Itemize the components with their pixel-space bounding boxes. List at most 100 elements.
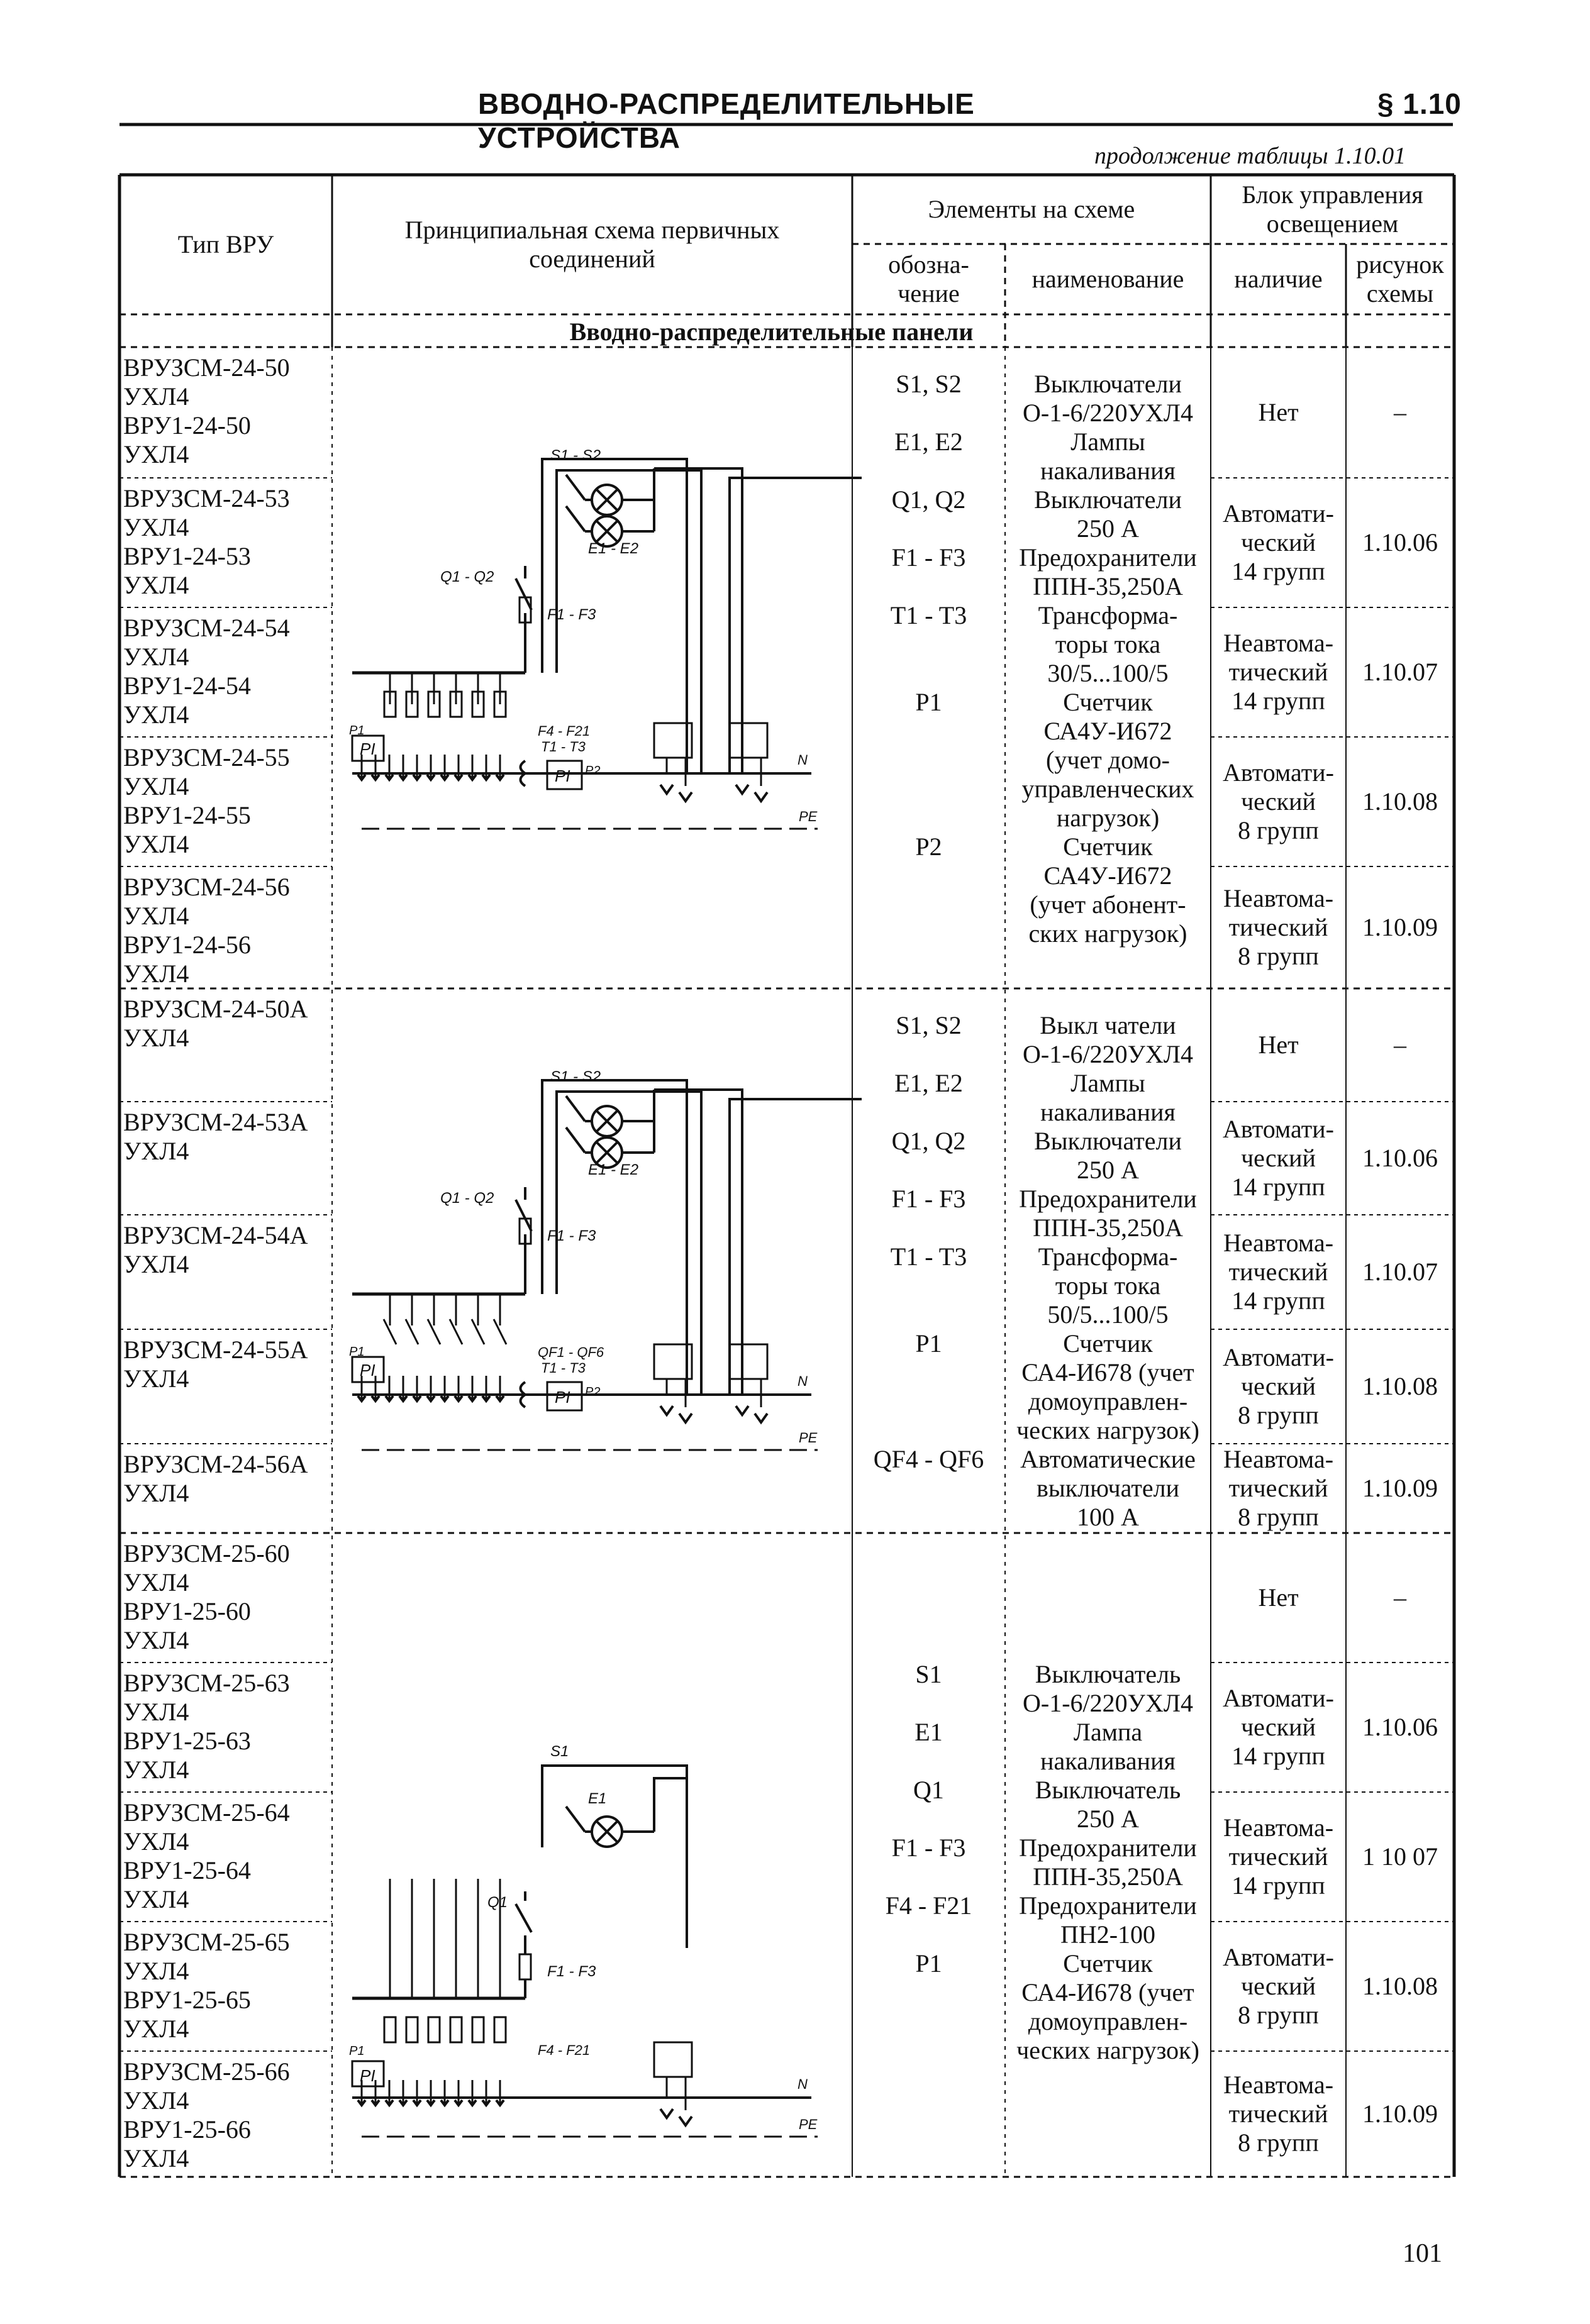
breaker-icon: [514, 578, 533, 611]
type-cell: ВРУЗСМ-24-53 УХЛ4 ВРУ1-24-53 УХЛ4: [123, 484, 290, 599]
feeder-arrow: [481, 2099, 491, 2108]
scheme-label-breaker: Q1 - Q2: [440, 1190, 494, 1207]
lamp-switch: [565, 1095, 586, 1122]
meter-icon: [546, 760, 583, 790]
lamp-switch: [565, 473, 586, 501]
scheme-label-p1: P1: [349, 724, 364, 738]
lighting-presence: Автомати- ческий 8 групп: [1223, 1943, 1334, 2029]
lighting-presence: Неавтома- тический 8 групп: [1223, 2071, 1334, 2157]
breaker-icon: [514, 1199, 533, 1232]
feeder-arrow: [440, 2099, 450, 2108]
control-wire: [555, 1090, 703, 1395]
panel-box: [653, 722, 693, 759]
lighting-figure: 1.10.07: [1362, 1258, 1438, 1286]
scheme-label-switch: S1: [550, 1743, 569, 1760]
lighting-figure: 1.10.09: [1362, 2100, 1438, 2128]
scheme-label-ct: T1 - T3: [541, 1360, 586, 1376]
feeder-arrow: [412, 1395, 422, 1403]
fuse-icon: [471, 2016, 485, 2044]
arrow: [735, 1405, 750, 1417]
arrow: [753, 791, 769, 804]
lighting-presence: Нет: [1258, 1583, 1299, 1612]
lighting-presence: Автомати- ческий 14 групп: [1223, 1115, 1334, 1201]
header-scheme: Принципиальная схема первичных соединени…: [404, 216, 780, 273]
type-cell: ВРУЗСМ-25-60 УХЛ4 ВРУ1-25-60 УХЛ4: [123, 1539, 290, 1654]
type-cell: ВРУЗСМ-24-50А УХЛ4: [123, 995, 308, 1052]
table-continuation-note: продолжение таблицы 1.10.01: [1094, 143, 1406, 169]
breaker-icon: [426, 1319, 442, 1345]
feeder-arrow: [426, 1395, 436, 1403]
control-wire: [728, 1098, 862, 1112]
lighting-figure: 1.10.09: [1362, 913, 1438, 941]
type-cell: ВРУЗСМ-24-53А УХЛ4: [123, 1108, 308, 1165]
feeder-arrow: [384, 1395, 394, 1403]
scheme-label-fuse: F1 - F3: [547, 1963, 596, 1980]
section-number: § 1.10: [1377, 87, 1462, 120]
lamp-cross: [595, 1109, 619, 1133]
header-elements: Элементы на схеме: [928, 195, 1135, 223]
page-number: 101: [1403, 2239, 1442, 2268]
type-cell: ВРУЗСМ-25-66 УХЛ4 ВРУ1-25-66 УХЛ4: [123, 2057, 290, 2172]
breaker-icon: [514, 1903, 533, 1933]
control-wire: [728, 477, 862, 490]
scheme-label-p2: P2: [585, 764, 600, 778]
scheme-label-ct: T1 - T3: [541, 739, 586, 755]
control-wire: [541, 458, 688, 773]
control-wire: [541, 1764, 688, 1948]
element-names: Выкл чатели О-1-6/220УХЛ4 Лампы накалива…: [1016, 1011, 1199, 1531]
lighting-figure: –: [1394, 1583, 1406, 1612]
feeder-arrow: [384, 773, 394, 782]
lighting-figure: 1.10.08: [1362, 1972, 1438, 2000]
feeder-arrow: [370, 773, 381, 782]
feeder-arrow: [495, 773, 505, 782]
control-wire: [654, 1088, 743, 1395]
control-wire: [555, 469, 703, 773]
panel-box: [728, 1343, 769, 1380]
feeder-arrow: [412, 773, 422, 782]
lighting-presence: Нет: [1258, 1031, 1299, 1059]
lighting-presence: Неавтома- тический 8 групп: [1223, 1445, 1334, 1531]
scheme-label-lamp: E1 - E2: [588, 540, 638, 557]
scheme-label-p2: P2: [585, 1385, 600, 1399]
feeder-arrow: [495, 1395, 505, 1403]
type-cell: ВРУЗСМ-24-56 УХЛ4 ВРУ1-24-56 УХЛ4: [123, 873, 290, 988]
feeder-arrow: [453, 773, 464, 782]
meter-label: PI: [555, 766, 570, 785]
arrow: [659, 2108, 674, 2120]
scheme-label-switch: S1 - S2: [550, 1068, 601, 1085]
scheme-label-fuses: F4 - F21: [538, 2042, 590, 2058]
feeder-arrow: [481, 773, 491, 782]
scheme-label-breaker: Q1: [487, 1894, 508, 1911]
feeder-arrow: [453, 1395, 464, 1403]
fuse-icon: [493, 2016, 507, 2044]
lamp-switch: [565, 505, 586, 533]
fuse-icon: [449, 2016, 463, 2044]
feeder-arrow: [398, 2099, 408, 2108]
panel-box: [653, 2041, 693, 2078]
scheme-label-pe: PE: [799, 809, 818, 824]
fuse-icon: [405, 690, 419, 718]
type-cell: ВРУЗСМ-24-50 УХЛ4 ВРУ1-24-50 УХЛ4: [123, 353, 290, 468]
lighting-figure: 1.10.08: [1362, 787, 1438, 816]
meter-label: PI: [555, 1388, 570, 1407]
lamp-cross: [595, 1141, 619, 1165]
feeder-arrow: [384, 2099, 394, 2108]
scheme-label-breaker: Q1 - Q2: [440, 568, 494, 585]
lighting-figure: 1.10.09: [1362, 1474, 1438, 1502]
scheme-label-fuse: F1 - F3: [547, 606, 596, 623]
scheme-label-lamp: E1: [588, 1790, 606, 1807]
lighting-figure: 1.10.07: [1362, 658, 1438, 686]
scheme-label-fuses: QF1 - QF6: [538, 1344, 604, 1360]
feeder-arrow: [440, 1395, 450, 1403]
lamp-cross: [595, 1820, 619, 1844]
lamp-switch: [565, 1126, 586, 1154]
header-figure: рисунок схемы: [1356, 250, 1444, 307]
fuse-icon: [383, 690, 397, 718]
element-names: Выключатель О-1-6/220УХЛ4 Лампа накалива…: [1016, 1660, 1199, 2064]
scheme-label-p1: P1: [349, 2044, 364, 2058]
element-designations: S1, S2 E1, E2 Q1, Q2 F1 - F3 T1 - T3 P1 …: [873, 1011, 984, 1473]
scheme-label-switch: S1 - S2: [550, 447, 601, 464]
